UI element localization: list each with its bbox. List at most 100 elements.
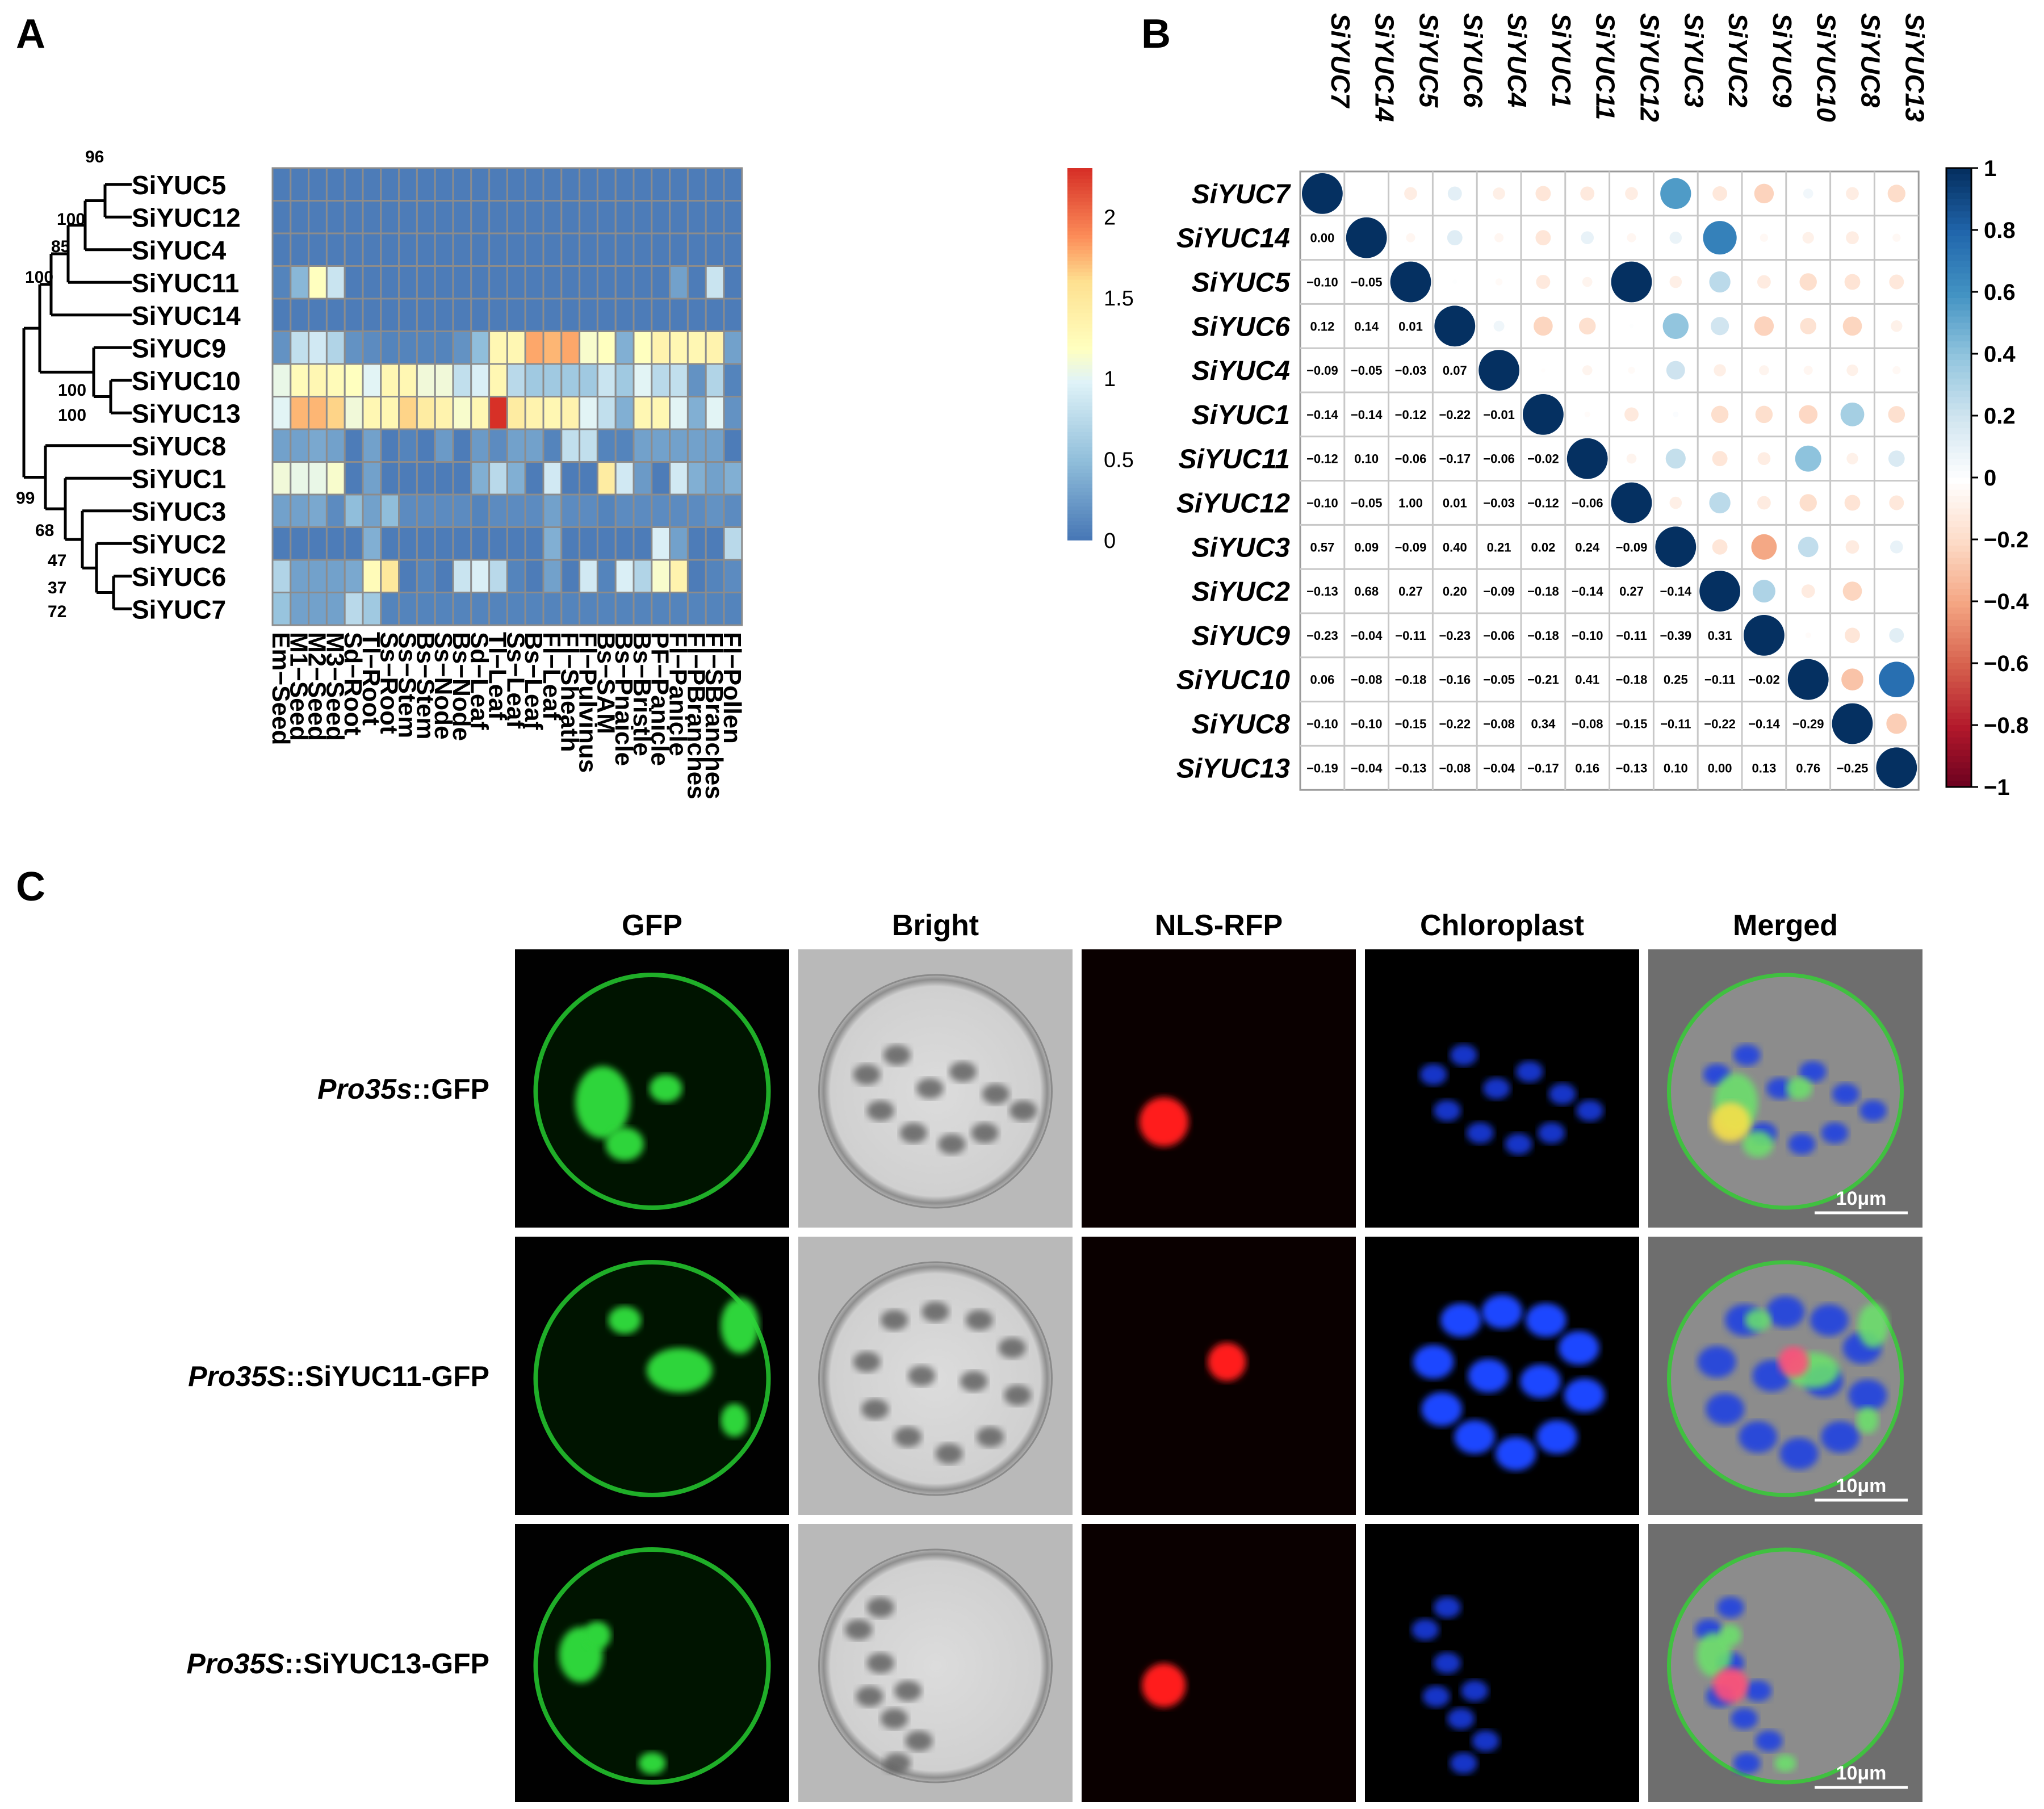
heatmap-cell <box>686 265 707 300</box>
chloroplast-shadow <box>866 1100 894 1121</box>
heatmap-cell <box>308 461 328 496</box>
chloroplast-shadow <box>965 1310 993 1330</box>
colorbar-segment <box>1067 402 1092 407</box>
correlation-circle <box>1495 278 1503 286</box>
colorbar-segment <box>1946 273 1971 280</box>
heatmap-cell <box>290 363 310 397</box>
correlation-circle <box>1711 317 1729 336</box>
heatmap-cell <box>308 167 328 202</box>
correlation-value-label: 0.02 <box>1531 540 1555 554</box>
correlation-circle <box>1434 305 1476 347</box>
colorbar-segment <box>1067 190 1092 195</box>
gfp-signal <box>649 1074 682 1103</box>
colorbar-segment <box>1067 332 1092 336</box>
heatmap-cell <box>542 493 563 528</box>
colorbar-segment <box>1067 365 1092 370</box>
correlation-circle <box>1346 217 1387 258</box>
heatmap-cell <box>524 298 544 332</box>
merged-chloroplast <box>1755 1730 1783 1752</box>
heatmap-cell <box>596 265 617 300</box>
gene-row-label: SiYUC2 <box>1192 577 1291 607</box>
chloroplast-signal <box>1538 1122 1565 1144</box>
colorbar-segment <box>1946 558 1971 565</box>
heatmap-cell <box>416 526 436 561</box>
heatmap-cell <box>434 559 454 593</box>
chloroplast-signal <box>1461 1680 1489 1702</box>
colorbar-tick-label: 0.4 <box>1984 342 2016 367</box>
colorbar-segment <box>1067 238 1092 243</box>
merged-gfp <box>1745 1309 1771 1331</box>
correlation-value-label: −0.12 <box>1395 408 1427 422</box>
correlation-circle <box>1832 703 1873 744</box>
heatmap-cell <box>271 232 292 267</box>
colorbar-tick-label: 0.8 <box>1984 218 2016 243</box>
colorbar-segment <box>1946 533 1971 540</box>
chloroplast-shadow <box>883 1045 911 1066</box>
heatmap-cell <box>344 167 364 202</box>
correlation-value-label: −0.08 <box>1483 717 1515 731</box>
heatmap-cell <box>705 232 725 267</box>
heatmap-cell <box>452 298 472 332</box>
merged-nucleus <box>1711 1102 1750 1142</box>
colorbar-segment <box>1067 224 1092 228</box>
colorbar-segment <box>1946 514 1971 522</box>
heatmap-cell <box>452 493 472 528</box>
heatmap-cell <box>506 330 526 365</box>
correlation-circle <box>1890 540 1903 554</box>
heatmap-cell <box>380 461 400 496</box>
heatmap-cell <box>344 298 364 332</box>
colorbar-segment <box>1067 283 1092 288</box>
colorbar-segment <box>1946 688 1971 695</box>
correlation-value-label: −0.15 <box>1395 717 1427 731</box>
merged-chloroplast <box>1733 1044 1761 1066</box>
chloroplast-signal <box>1481 1295 1523 1329</box>
heatmap-cell <box>524 363 544 397</box>
heatmap-cell <box>452 461 472 496</box>
heatmap-cell <box>452 232 472 267</box>
tissue-column-label: Fl−Pulvinus <box>574 632 602 773</box>
chloroplast-shadow <box>982 1083 1010 1104</box>
heatmap-cell <box>633 428 653 463</box>
heatmap-cell <box>325 363 346 397</box>
colorbar-segment <box>1067 406 1092 411</box>
heatmap-cell <box>452 526 472 561</box>
heatmap-cell <box>560 461 581 496</box>
heatmap-cell <box>325 396 346 430</box>
colorbar-segment <box>1067 380 1092 384</box>
heatmap-cell <box>579 526 598 561</box>
heatmap-cell <box>325 265 346 300</box>
gene-row-label: SiYUC5 <box>132 170 226 200</box>
heatmap-cell <box>705 559 725 593</box>
colorbar-tick-label: −0.6 <box>1984 651 2029 676</box>
heatmap-cell <box>651 396 671 430</box>
correlation-circle <box>1755 405 1773 424</box>
heatmap-cell <box>434 461 454 496</box>
correlation-value-label: 0.27 <box>1398 584 1423 598</box>
correlation-circle <box>1888 450 1905 467</box>
chloroplast-signal <box>1472 1730 1500 1752</box>
colorbar-segment <box>1946 186 1971 194</box>
colorbar-segment <box>1067 443 1092 448</box>
colorbar-segment <box>1067 417 1092 422</box>
correlation-value-label: −0.10 <box>1306 275 1338 290</box>
heatmap-cell <box>560 592 581 626</box>
heatmap-cell <box>416 167 436 202</box>
correlation-circle <box>1754 183 1774 204</box>
heatmap-cell <box>579 330 598 365</box>
heatmap-cell <box>542 265 563 300</box>
heatmap-cell <box>651 265 671 300</box>
correlation-circle <box>1523 394 1564 435</box>
correlation-circle <box>1712 451 1728 467</box>
gene-row-label: SiYUC7 <box>132 594 226 624</box>
heatmap-cell <box>398 461 418 496</box>
heatmap-cell <box>542 200 563 235</box>
correlation-value-label: −0.08 <box>1572 717 1603 731</box>
colorbar-segment <box>1946 719 1971 726</box>
scale-bar-label: 10μm <box>1836 1188 1887 1209</box>
chloroplast-signal <box>1413 1345 1454 1379</box>
heatmap-cell <box>506 526 526 561</box>
colorbar-tick-label: −0.4 <box>1984 589 2029 614</box>
heatmap-cell <box>524 200 544 235</box>
correlation-value-label: 0.76 <box>1796 761 1820 775</box>
heatmap-cell <box>416 559 436 593</box>
